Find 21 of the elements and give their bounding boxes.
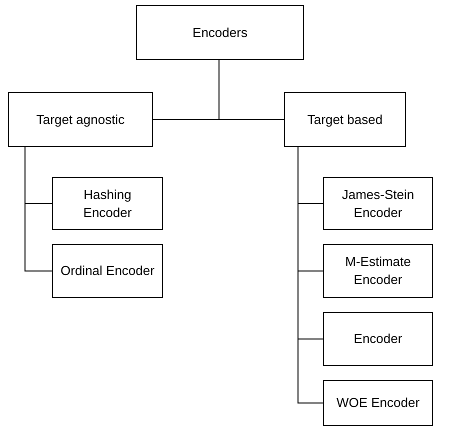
- category-box: [8, 92, 153, 147]
- category-box: [284, 92, 406, 147]
- node-label: James-Stein Encoder: [340, 186, 416, 222]
- category-box: [52, 244, 163, 298]
- category-box: [323, 312, 433, 366]
- category-box: [323, 177, 433, 230]
- category-box: [52, 177, 163, 230]
- category-box: [323, 380, 433, 426]
- node-label: Ordinal Encoder: [60, 262, 154, 280]
- node-label: Hashing Encoder: [82, 186, 133, 222]
- tree-connector: [218, 60, 284, 120]
- node-label: Encoder: [354, 330, 402, 348]
- node-label: WOE Encoder: [336, 394, 420, 412]
- tree-connector: [24, 146, 52, 272]
- node-label: Encoders: [192, 24, 248, 42]
- node-label: M-Estimate Encoder: [344, 253, 412, 289]
- node-label: Target based: [307, 110, 383, 128]
- tree-connector: [298, 146, 324, 404]
- category-box: [323, 244, 433, 298]
- category-box: [136, 5, 304, 60]
- node-label: Target agnostic: [36, 110, 125, 128]
